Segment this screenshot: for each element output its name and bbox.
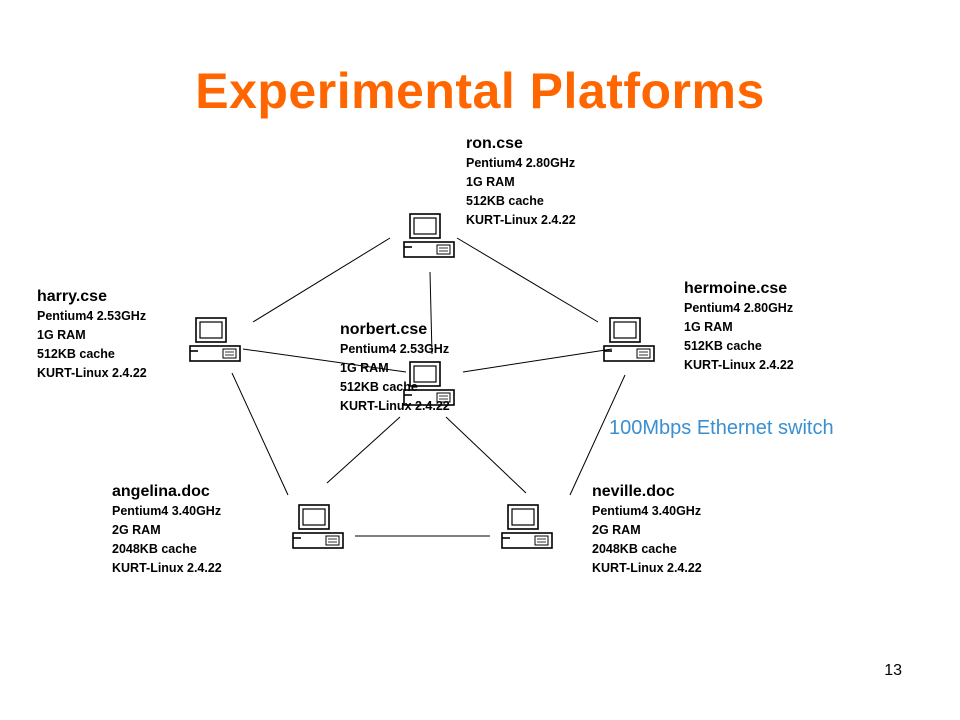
host-cache: 2048KB cache bbox=[112, 542, 197, 556]
link-ron-norbert bbox=[429, 271, 433, 355]
host-name: norbert.cse bbox=[340, 321, 428, 338]
network-links bbox=[231, 237, 626, 537]
computer-icon bbox=[292, 504, 344, 549]
host-cpu: Pentium4 2.80GHz bbox=[466, 156, 576, 170]
host-ram: 2G RAM bbox=[592, 523, 641, 537]
host-ram: 1G RAM bbox=[340, 361, 389, 375]
slide-title: Experimental Platforms bbox=[195, 63, 765, 119]
computer-icon bbox=[403, 213, 455, 258]
host-cache: 2048KB cache bbox=[592, 542, 677, 556]
host-os: KURT-Linux 2.4.22 bbox=[592, 561, 702, 575]
link-norbert-neville bbox=[445, 416, 527, 494]
link-harry-norbert bbox=[242, 348, 407, 373]
host-os: KURT-Linux 2.4.22 bbox=[466, 213, 576, 227]
host-name: neville.doc bbox=[592, 483, 675, 500]
host-cache: 512KB cache bbox=[37, 347, 115, 361]
host-os: KURT-Linux 2.4.22 bbox=[340, 399, 450, 413]
computer-icon bbox=[603, 317, 655, 362]
host-os: KURT-Linux 2.4.22 bbox=[37, 366, 147, 380]
link-ron-harry bbox=[252, 237, 391, 323]
host-name: angelina.doc bbox=[112, 483, 210, 500]
host-name: hermoine.cse bbox=[684, 280, 788, 297]
host-harry: harry.cse Pentium4 2.53GHz 1G RAM 512KB … bbox=[37, 287, 147, 383]
computer-icon bbox=[403, 361, 455, 406]
page-number: 13 bbox=[884, 662, 902, 679]
host-norbert: norbert.cse Pentium4 2.53GHz 1G RAM 512K… bbox=[340, 320, 450, 416]
host-ron: ron.cse Pentium4 2.80GHz 1G RAM 512KB ca… bbox=[466, 134, 576, 230]
host-ram: 1G RAM bbox=[684, 320, 733, 334]
host-ram: 1G RAM bbox=[466, 175, 515, 189]
computer-icon bbox=[189, 317, 241, 362]
host-name: ron.cse bbox=[466, 135, 523, 152]
host-cpu: Pentium4 3.40GHz bbox=[112, 504, 222, 518]
host-ram: 1G RAM bbox=[37, 328, 86, 342]
host-cache: 512KB cache bbox=[340, 380, 418, 394]
host-neville: neville.doc Pentium4 3.40GHz 2G RAM 2048… bbox=[592, 482, 702, 578]
link-norbert-angelina bbox=[326, 416, 401, 484]
host-cpu: Pentium4 2.80GHz bbox=[684, 301, 794, 315]
link-hermoine-norbert bbox=[462, 348, 613, 373]
host-name: harry.cse bbox=[37, 288, 107, 305]
host-ram: 2G RAM bbox=[112, 523, 161, 537]
host-hermoine: hermoine.cse Pentium4 2.80GHz 1G RAM 512… bbox=[684, 279, 794, 375]
link-harry-angelina bbox=[231, 372, 289, 496]
host-cache: 512KB cache bbox=[684, 339, 762, 353]
computer-icon bbox=[501, 504, 553, 549]
host-cpu: Pentium4 2.53GHz bbox=[340, 342, 450, 356]
switch-label: 100Mbps Ethernet switch bbox=[609, 417, 834, 439]
host-angelina: angelina.doc Pentium4 3.40GHz 2G RAM 204… bbox=[112, 482, 222, 578]
host-cache: 512KB cache bbox=[466, 194, 544, 208]
host-cpu: Pentium4 3.40GHz bbox=[592, 504, 702, 518]
host-os: KURT-Linux 2.4.22 bbox=[684, 358, 794, 372]
link-ron-hermoine bbox=[456, 237, 599, 323]
link-hermoine-neville bbox=[569, 374, 626, 496]
host-cpu: Pentium4 2.53GHz bbox=[37, 309, 147, 323]
host-os: KURT-Linux 2.4.22 bbox=[112, 561, 222, 575]
